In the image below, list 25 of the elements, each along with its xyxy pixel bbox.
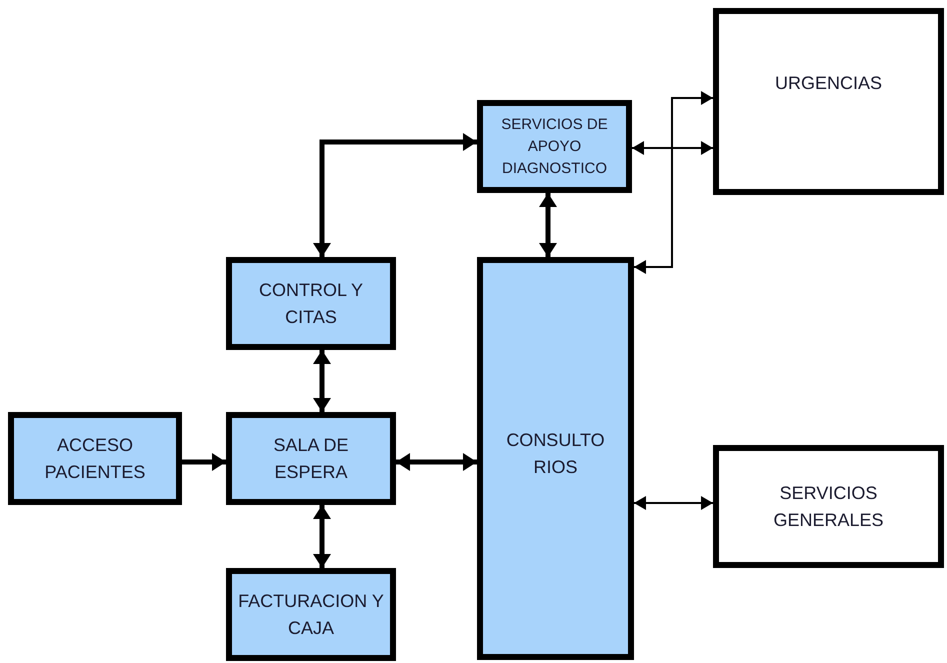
process-box	[226, 257, 396, 350]
process-box	[477, 100, 632, 193]
arrow	[313, 133, 477, 257]
process-box	[713, 8, 944, 195]
process-box	[226, 568, 396, 661]
arrow	[634, 496, 713, 510]
process-box	[8, 412, 182, 505]
arrow	[182, 453, 226, 471]
arrow	[313, 350, 331, 412]
arrow	[396, 453, 477, 471]
box-label: FACTURACION Y CAJA	[237, 590, 385, 640]
process-box	[713, 445, 944, 568]
process-box	[477, 257, 634, 660]
arrow	[632, 141, 713, 155]
process-box	[226, 412, 396, 505]
arrow	[313, 505, 331, 568]
box-label: CONSULTO RIOS	[505, 429, 606, 479]
box-label: SERVICIOS DE APOYO DIAGNOSTICO	[500, 114, 609, 178]
arrow	[539, 193, 557, 257]
box-label: CONTROL Y CITAS	[258, 278, 364, 328]
arrow	[634, 91, 713, 274]
box-label: ACCESO PACIENTES	[44, 434, 146, 484]
box-label: URGENCIAS	[774, 72, 883, 95]
box-label: SALA DE ESPERA	[272, 434, 350, 484]
box-label: SERVICIOS GENERALES	[772, 482, 885, 532]
